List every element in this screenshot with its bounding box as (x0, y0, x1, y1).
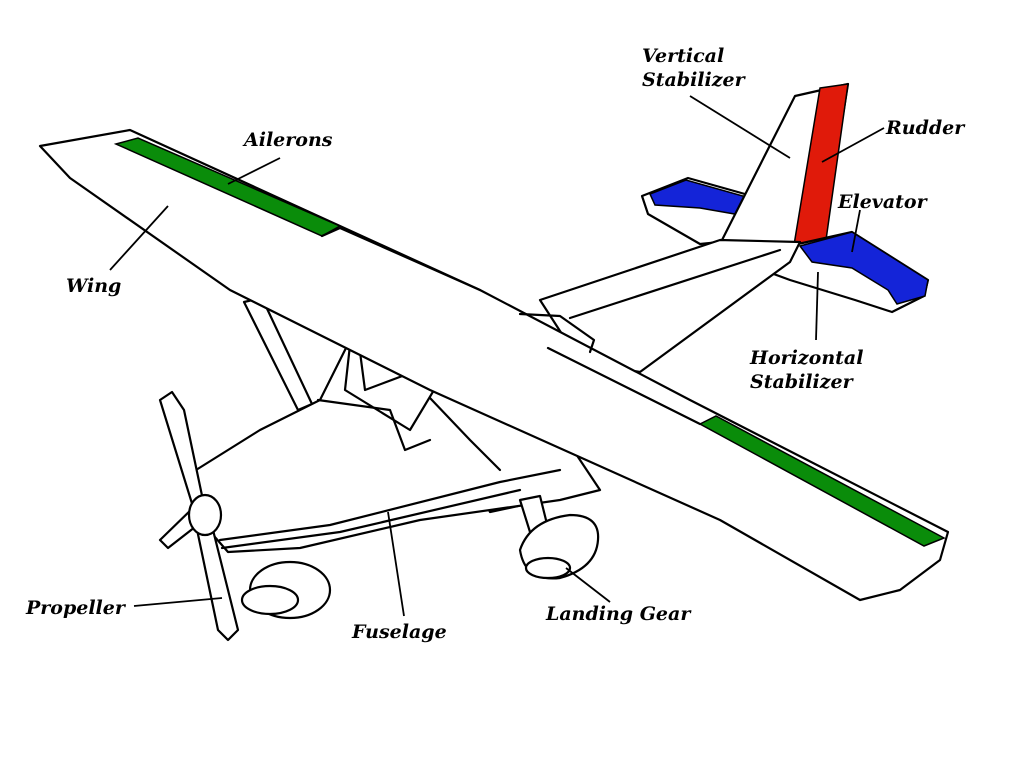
label-ailerons: Ailerons (242, 129, 333, 151)
label-rudder: Rudder (885, 117, 966, 139)
label-vertical-stabilizer-line2: Stabilizer (642, 69, 747, 91)
label-horizontal-stabilizer-line1: Horizontal (749, 347, 863, 369)
label-propeller: Propeller (25, 597, 127, 619)
label-horizontal-stabilizer-line2: Stabilizer (750, 371, 855, 393)
label-vertical-stabilizer-line1: Vertical (642, 45, 724, 67)
label-wing: Wing (66, 275, 121, 297)
leader-ailerons (228, 158, 280, 184)
leader-vertical-stabilizer (690, 96, 790, 158)
leader-propeller (134, 598, 222, 606)
label-elevator: Elevator (837, 191, 929, 213)
leader-fuselage (388, 512, 404, 616)
label-fuselage: Fuselage (351, 621, 447, 643)
label-landing-gear: Landing Gear (545, 603, 692, 625)
leader-landing-gear (566, 568, 610, 602)
vertical-stabilizer (720, 84, 848, 248)
